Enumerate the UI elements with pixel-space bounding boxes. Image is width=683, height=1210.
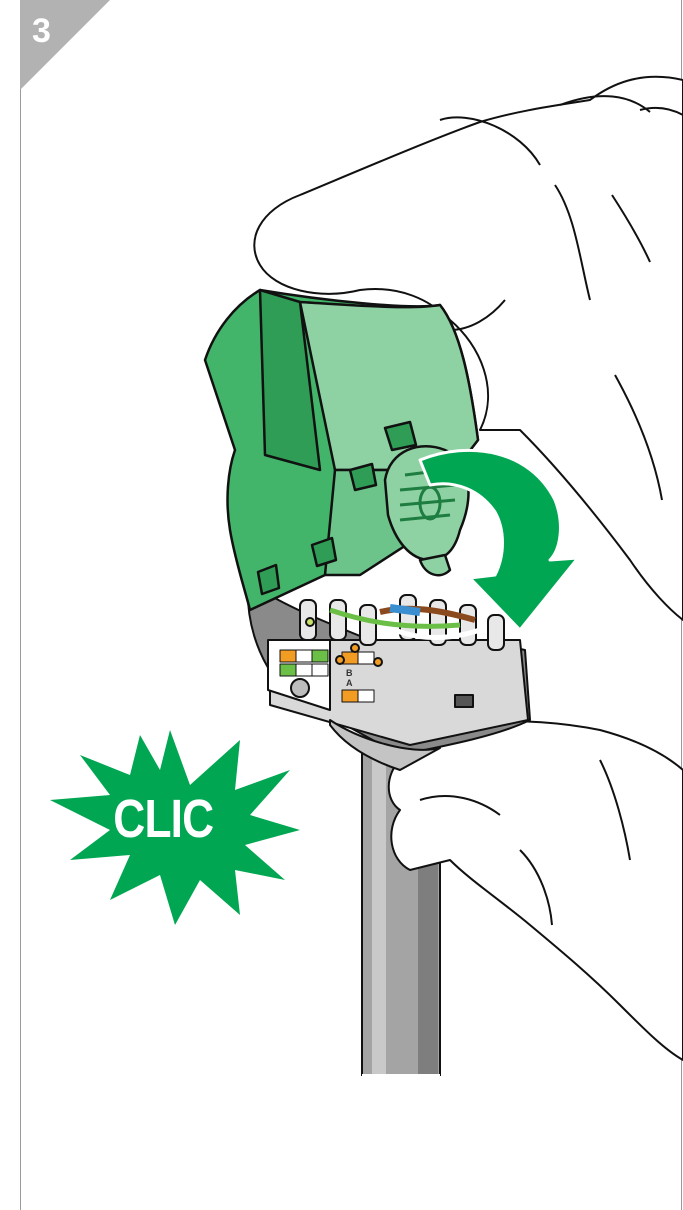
click-callout-text: CLIC	[110, 788, 217, 850]
strip-label-b: B	[346, 668, 353, 678]
connector-cover	[205, 290, 478, 610]
strip-label-a: A	[346, 678, 353, 688]
